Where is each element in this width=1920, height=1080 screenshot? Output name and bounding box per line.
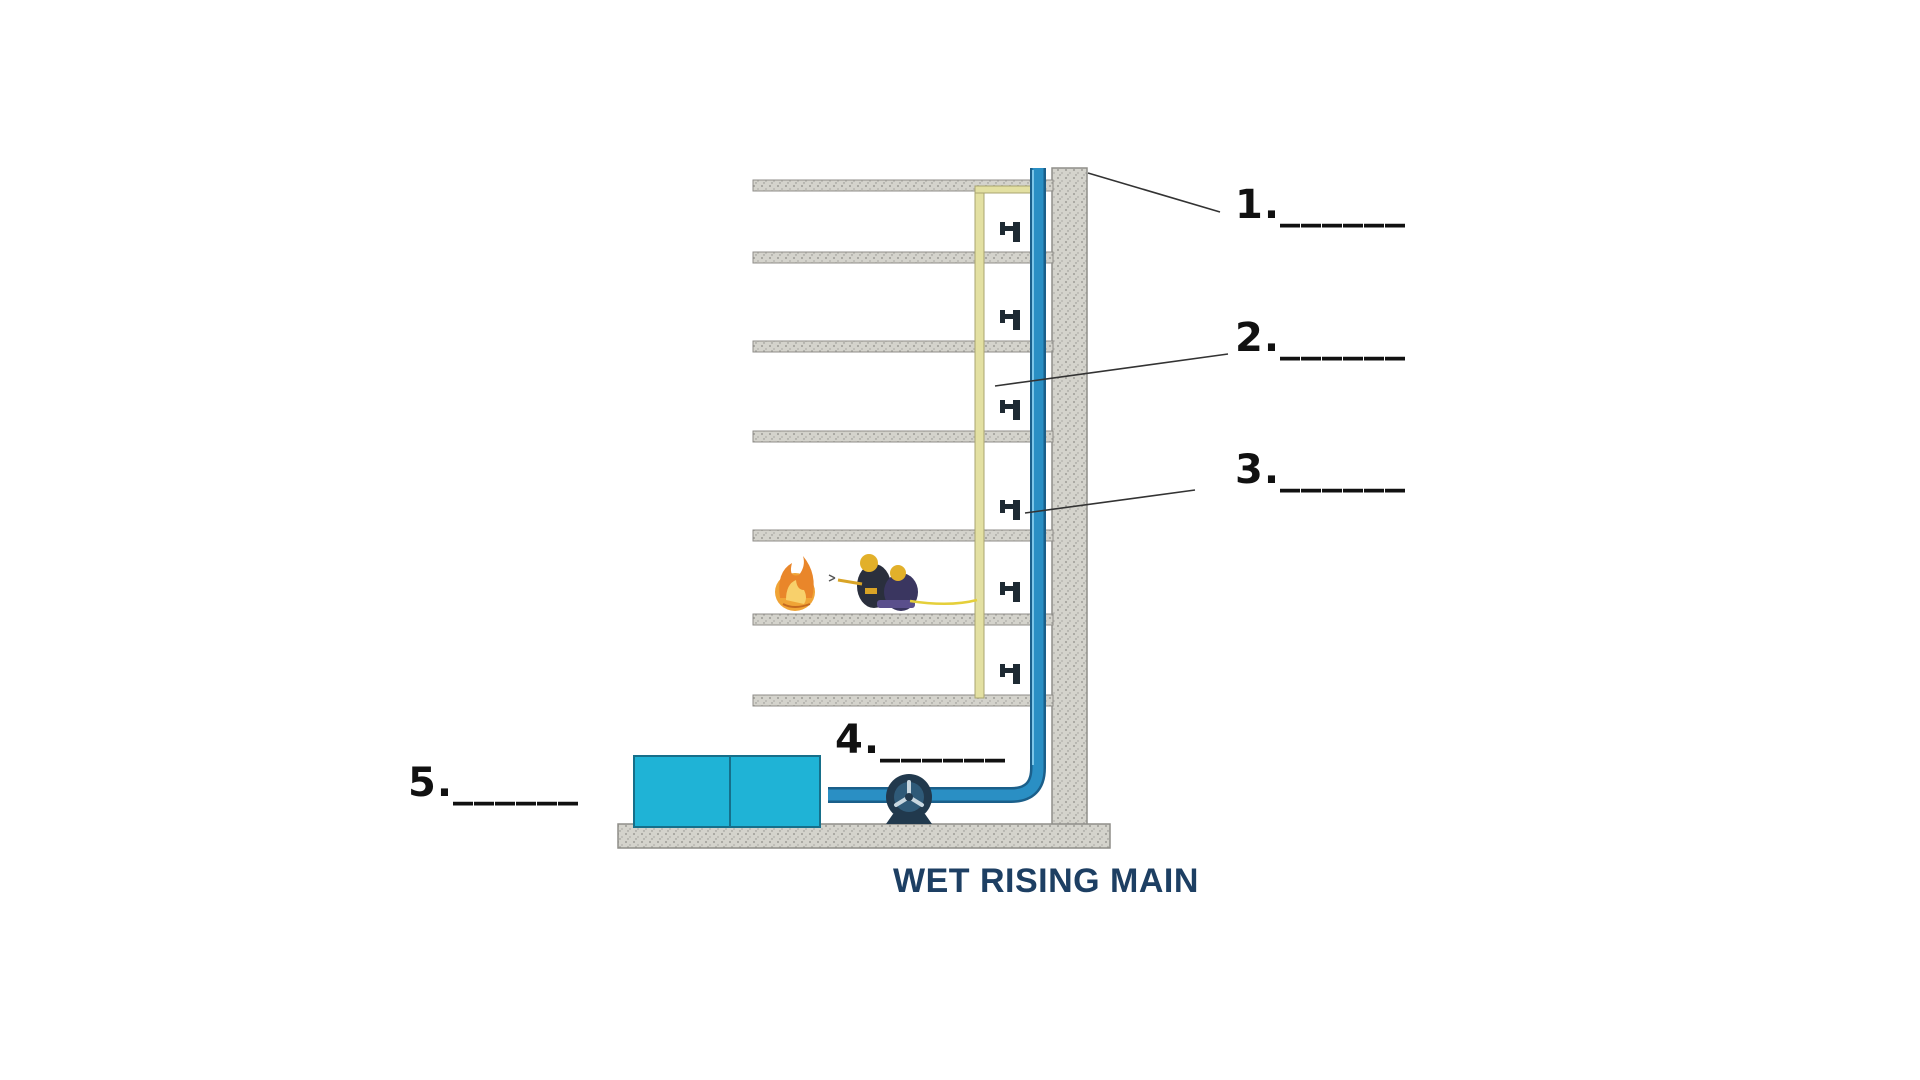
floor-slab — [752, 529, 1054, 542]
floor-slab — [752, 694, 1054, 707]
floor-slab — [752, 340, 1054, 353]
floor-slab — [752, 430, 1054, 443]
floor-slab — [752, 613, 1054, 626]
water-tank — [633, 755, 821, 828]
label-1: 1.______ — [1235, 182, 1407, 228]
landing-valve — [1000, 222, 1020, 242]
diagram-caption: WET RISING MAIN — [893, 862, 1199, 900]
landing-valve — [1000, 500, 1020, 520]
rising-main-pipe — [828, 168, 1046, 803]
landing-valve — [1000, 310, 1020, 330]
leader-line-2 — [994, 353, 1229, 387]
floor-slabs — [752, 179, 1054, 707]
label-2: 2.______ — [1235, 315, 1407, 361]
landing-valves — [1000, 222, 1020, 684]
landing-valve — [1000, 582, 1020, 602]
firefighters-icon — [828, 554, 978, 611]
leader-line-3 — [1024, 489, 1196, 514]
floor-slab — [752, 251, 1054, 264]
leader-line-1 — [1087, 172, 1221, 213]
floor-slab — [752, 179, 1054, 192]
landing-valve — [1000, 400, 1020, 420]
fire-icon — [775, 556, 815, 611]
label-4: 4.______ — [835, 717, 1007, 763]
building-wall — [1051, 167, 1088, 831]
pump-icon — [886, 774, 932, 824]
landing-valve — [1000, 664, 1020, 684]
leader-lines — [994, 172, 1229, 514]
label-5: 5.______ — [408, 760, 580, 806]
label-3: 3.______ — [1235, 447, 1407, 493]
